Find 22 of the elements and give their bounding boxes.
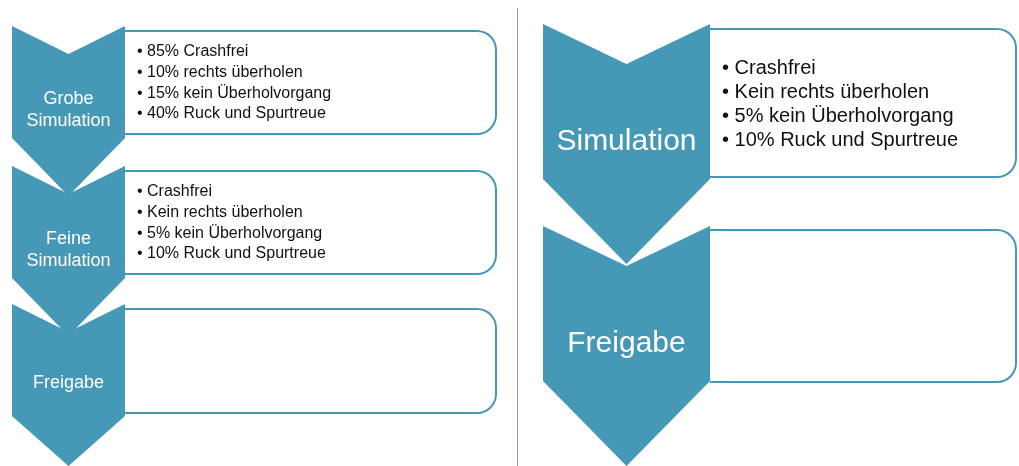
list-panel [710, 229, 1017, 383]
bullet-item: • Crashfrei [137, 180, 213, 201]
bullet-item: • 40% Ruck und Spurtreue [137, 103, 327, 124]
bullet-item: • 85% Crashfrei [137, 40, 250, 61]
list-panel [710, 28, 1017, 178]
step-label: Grobe Simulation [25, 88, 112, 132]
bullet-item: • Crashfrei [722, 55, 817, 79]
step-label: Freigabe [566, 324, 687, 360]
list-panel [125, 308, 497, 414]
list-panel [125, 30, 497, 135]
bullet-item: • 10% Ruck und Spurtreue [137, 243, 326, 264]
bullet-item: • 15% kein Überholvorgang [137, 82, 332, 103]
bullet-item: • Kein rechts überholen [722, 79, 931, 103]
step-label: Feine Simulation [25, 228, 112, 272]
bullet-item: • 5% kein Überholvorgang [137, 222, 324, 243]
bullet-item: • 5% kein Überholvorgang [722, 103, 955, 127]
bullet-item: • Kein rechts überholen [137, 201, 304, 222]
step-label: Simulation [555, 122, 698, 158]
bullet-item: • 10% Ruck und Spurtreue [722, 127, 959, 151]
list-panel [125, 170, 497, 275]
bullet-item: • 10% rechts überholen [137, 61, 304, 82]
step-label: Freigabe [31, 372, 105, 394]
